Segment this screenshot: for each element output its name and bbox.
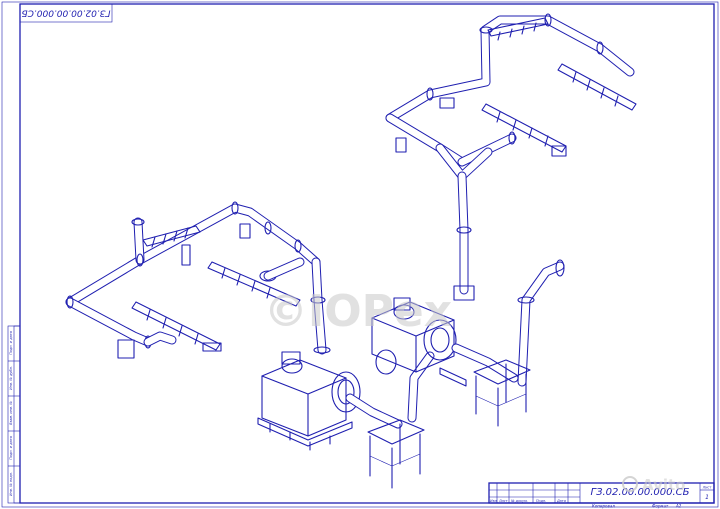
left-fan-unit <box>257 351 361 451</box>
right-duct-assembly <box>371 13 637 427</box>
format-label: Формат <box>652 504 669 509</box>
copied-label: Копировал <box>592 504 615 509</box>
side-stamp-1: Подп. и дата <box>9 331 13 355</box>
svg-text:©IOPex: ©IOPex <box>264 286 452 337</box>
stamp-col-izm: Изм <box>490 499 497 503</box>
watermark-corner: Avito <box>622 476 685 494</box>
side-stamp-2: Инв. № дубл. <box>9 366 13 390</box>
stamp-col-list: Лист <box>498 499 509 503</box>
top-designation-text: ГЗ.02.00.00.000.СБ <box>21 8 110 18</box>
right-stand <box>473 359 531 427</box>
stamp-col-date: Дата <box>556 499 566 503</box>
title-block: Изм Лист № докум. Подп. Дата ГЗ.02.00.00… <box>488 482 715 509</box>
top-designation-box: ГЗ.02.00.00.000.СБ <box>19 3 113 23</box>
stamp-col-doc: № докум. <box>510 499 528 503</box>
svg-text:Avito: Avito <box>642 476 685 494</box>
side-stamp-5: Инв. № подл. <box>9 472 13 496</box>
side-stamp-3: Взам. инв. № <box>9 401 13 425</box>
drawing-frame <box>19 3 715 504</box>
left-duct-assembly <box>65 201 435 489</box>
right-manifold-2 <box>557 63 637 111</box>
right-fan-unit <box>371 297 457 375</box>
title-designation: ГЗ.02.00.00.000.СБ <box>591 487 690 498</box>
format-value: А2 <box>675 504 682 509</box>
left-stand <box>367 419 425 489</box>
left-manifold-3 <box>131 301 222 352</box>
sheet-number: 1 <box>705 494 709 501</box>
left-manifold-2 <box>207 257 305 307</box>
stamp-col-sign: Подп. <box>536 499 546 503</box>
right-manifold-1 <box>487 17 549 41</box>
side-stamp-4: Подп. и дата <box>9 436 13 460</box>
watermark-center: ©IOPex <box>264 286 452 337</box>
sheet-label: Лист <box>702 486 713 490</box>
side-stamp: Подп. и дата Инв. № дубл. Взам. инв. № П… <box>7 325 21 504</box>
left-manifold-1 <box>142 225 201 266</box>
right-manifold-3 <box>481 103 567 157</box>
